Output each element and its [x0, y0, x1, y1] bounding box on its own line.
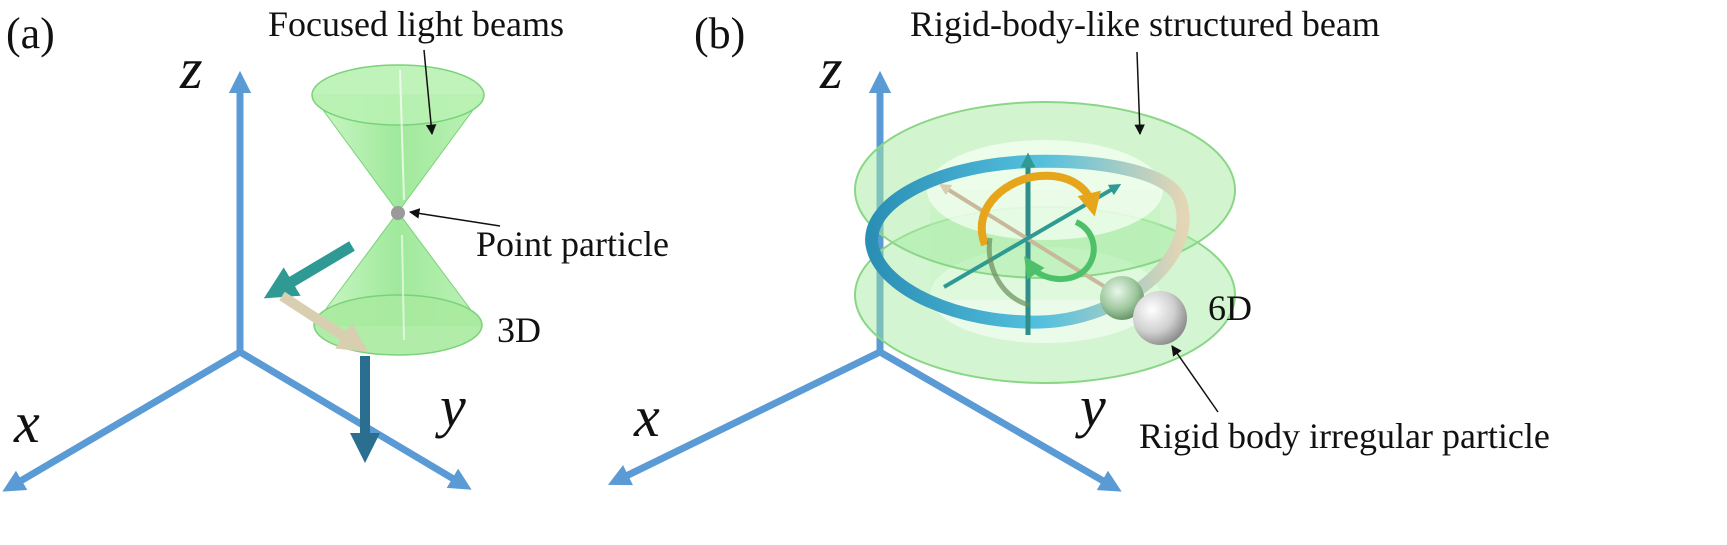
panel-a-dimension: 3D [497, 310, 541, 350]
panel-b: (b) Rigid-body-like structured beam z x … [607, 4, 1550, 492]
panel-b-title: Rigid-body-like structured beam [910, 4, 1380, 44]
point-particle-label: Point particle [476, 224, 669, 264]
particle-callout-arrow [1171, 345, 1219, 413]
point-callout-arrow [408, 208, 501, 227]
y-axis-label-a: y [435, 374, 466, 439]
y-axis-label-b: y [1075, 374, 1106, 439]
x-axis-label-b: x [633, 384, 660, 449]
x-axis-label-a: x [13, 390, 40, 455]
orange-rotation-arrow [977, 171, 1101, 247]
focused-beam-cones [311, 64, 485, 356]
rigid-body-particle [1100, 276, 1187, 345]
beam-callout-arrow [423, 49, 437, 136]
rigid-body-particle-label: Rigid body irregular particle [1139, 416, 1550, 456]
point-particle [391, 206, 405, 220]
y-axis-b [878, 348, 1122, 492]
x-axis-b [607, 348, 882, 486]
panel-b-dimension: 6D [1208, 288, 1252, 328]
y-axis-a [238, 348, 472, 490]
z-axis-label-b: z [819, 36, 843, 101]
green-rotation-arrow [1024, 219, 1097, 283]
rotation-arrows [977, 171, 1101, 308]
translation-arrows [263, 241, 380, 463]
z-axis-label-a: z [179, 36, 203, 101]
olive-rotation-arc [986, 237, 1031, 308]
panel-a-axes [2, 70, 472, 492]
panel-b-label: (b) [694, 9, 745, 58]
panel-a: (a) Focused light beams z x y [2, 4, 669, 492]
x-axis-a [2, 348, 242, 492]
panel-a-label: (a) [6, 9, 55, 58]
beige-translation-arrow [279, 291, 369, 353]
structured-beam-callout-arrow [1134, 51, 1145, 136]
teal-translation-arrow [263, 241, 355, 299]
panel-a-title: Focused light beams [268, 4, 564, 44]
